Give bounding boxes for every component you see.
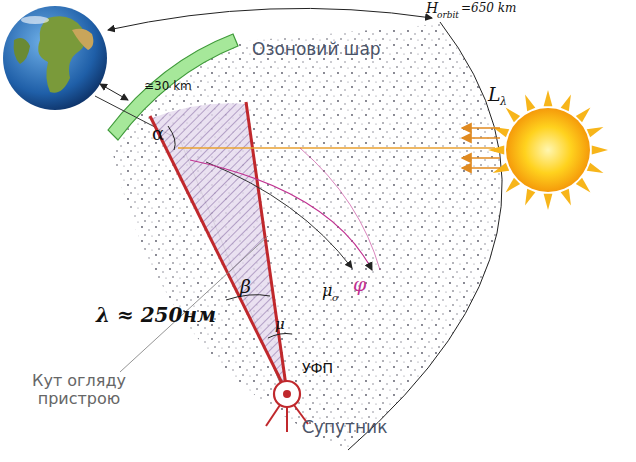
sun-arrow — [462, 137, 500, 138]
angle-mu0: μ — [322, 282, 332, 300]
sun-ray — [544, 194, 553, 210]
device-label: УФП — [302, 360, 333, 376]
sun-ray — [576, 108, 591, 123]
sun-ray — [506, 108, 521, 123]
angle-mu: μ — [275, 316, 285, 333]
sun-ray — [561, 189, 571, 206]
sun-ray — [587, 127, 604, 137]
sun-ray — [561, 95, 571, 112]
sun-ray — [544, 90, 553, 106]
sun-ray — [525, 95, 535, 112]
sunlight-arrows — [462, 128, 500, 168]
view-angle-label: Кут огляду пристрою — [4, 372, 154, 409]
ozone-label: Озоновий шар — [252, 40, 381, 60]
sun-ray — [506, 178, 521, 193]
satellite — [266, 381, 308, 432]
earth — [3, 6, 107, 110]
ozone-thickness: ≅30 km — [144, 80, 192, 94]
sun-ray — [488, 146, 504, 155]
sun-ray — [592, 146, 608, 155]
sun-arrow — [462, 157, 500, 158]
wavelength-label: λ ≈ 250нм — [96, 304, 216, 327]
satellite-label: Супутник — [302, 418, 387, 438]
radiance-subscript: λ — [500, 96, 507, 109]
angle-mu0-subscript: o — [332, 292, 338, 304]
radiance-symbol: L — [488, 84, 501, 106]
sun-arrow — [462, 127, 500, 128]
angle-beta: β — [240, 276, 251, 298]
orbit-height-symbol: H — [426, 0, 438, 16]
sun-ray — [587, 163, 604, 173]
orbit-subscript: orbit — [437, 10, 459, 20]
angle-phi: φ — [353, 274, 366, 296]
sun — [488, 90, 608, 210]
orbit-height-value: =650 km — [461, 2, 516, 16]
angle-alpha: α — [152, 124, 164, 145]
sun-arrow — [462, 167, 500, 168]
sun-ray — [576, 178, 591, 193]
sun-ray — [525, 189, 535, 206]
